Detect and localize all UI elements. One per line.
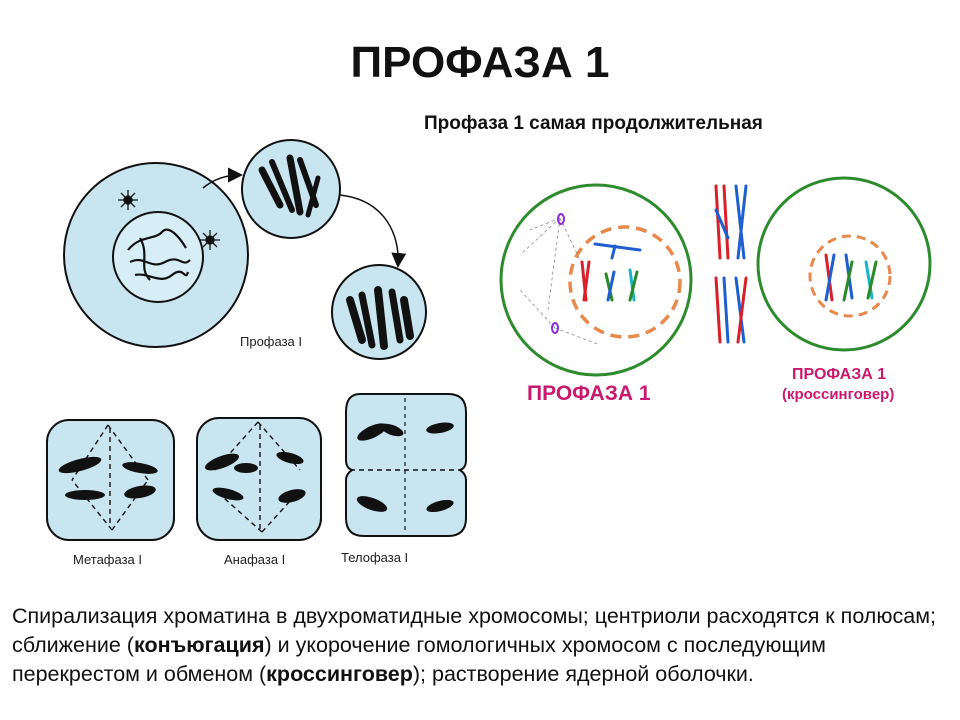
centriole-icon [200,230,220,250]
crossover-pairs [714,184,748,344]
desc-part2: ) и укорочение гомологичных хромосом с п… [12,633,826,686]
label-prophase1: ПРОФАЗА 1 [527,382,651,405]
condensed-chromosomes [346,286,414,350]
arrow-1 [202,167,243,189]
cell-membrane [499,183,693,377]
meiosis-diagram: Профаза I Метафаза I [46,139,932,567]
label-telophase: Телофаза I [341,550,408,565]
prophase-illustration: Профаза I [63,139,427,360]
cell-membrane-2 [756,176,932,352]
centriole-bottom [551,322,559,334]
label-prophase1-crossing: ПРОФАЗА 1 [792,366,886,383]
description-text: Спирализация хроматина в двухроматидные … [12,602,948,689]
cell-stage-1 [241,139,341,239]
telophase-cell: Телофаза I [341,393,467,565]
prophase1-crossing-cell: ПРОФАЗА 1 (кроссинговер) [756,176,932,403]
chromosomes-colored [580,242,642,302]
label-anaphase: Анафаза I [224,552,285,567]
label-crossing-note: (кроссинговер) [782,386,894,403]
desc-part3: ); растворение ядерной оболочки. [412,662,754,686]
prophase1-colored: ПРОФАЗА 1 [499,183,693,405]
subtitle: Профаза 1 самая продолжительная [424,113,763,134]
nuclear-envelope-2 [808,234,892,318]
label-metaphase: Метафаза I [73,552,142,567]
spindle-fibers [519,217,601,346]
anaphase-cell: Анафаза I [196,417,322,567]
term-crossing-over: кроссинговер [266,662,413,686]
term-conjugation: конъюгация [133,633,265,657]
page-title: ПРОФАЗА 1 [350,38,610,87]
nucleus [112,211,204,303]
arrow-2 [339,194,407,268]
nuclear-envelope [568,225,682,339]
chromatin-threads [127,228,191,281]
metaphase-cell: Метафаза I [46,419,175,567]
desc-part1: Спирализация хроматина в двухроматидные … [12,604,936,657]
paired-chromosomes [258,154,321,218]
centriole-top [557,213,565,225]
label-prophase: Профаза I [240,334,302,349]
centriole-icon [118,190,138,210]
